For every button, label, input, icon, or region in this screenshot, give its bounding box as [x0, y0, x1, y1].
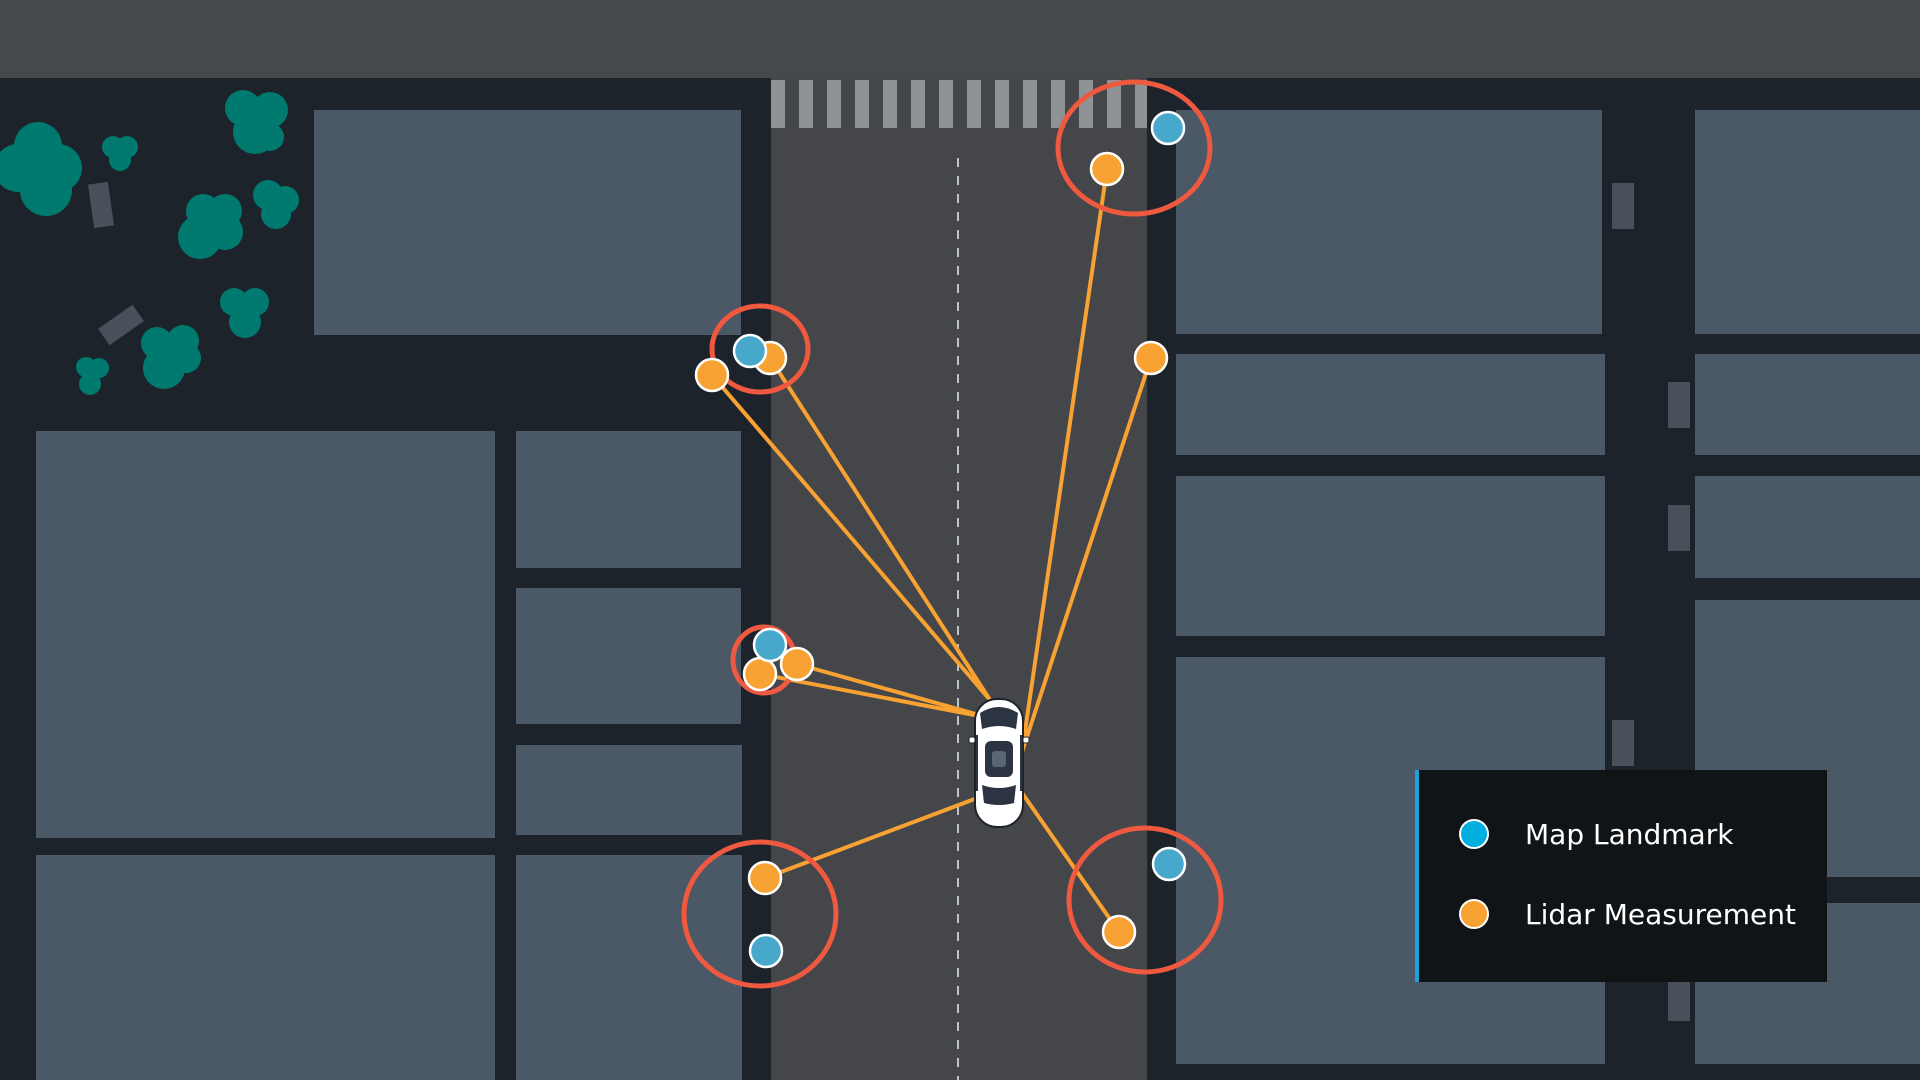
match-circle — [709, 303, 811, 395]
legend: Map Landmark Lidar Measurement — [1415, 770, 1827, 982]
blue-dot-icon — [1459, 819, 1489, 849]
orange-dot-icon — [742, 656, 778, 692]
blue-dot-icon — [732, 333, 768, 369]
blue-dot-icon — [1151, 846, 1187, 882]
match-circle — [1055, 79, 1213, 217]
crosswalk — [771, 80, 1147, 128]
match-circle — [1066, 825, 1224, 975]
legend-item-map-landmark: Map Landmark — [1459, 812, 1733, 856]
legend-label: Map Landmark — [1525, 817, 1734, 851]
top-road — [0, 0, 1920, 78]
car-icon — [968, 698, 1030, 828]
legend-label: Lidar Measurement — [1525, 897, 1796, 931]
blue-dot-icon — [1150, 110, 1186, 146]
sensor-lines — [710, 167, 1153, 934]
orange-dot-icon — [1089, 151, 1125, 187]
orange-dot-icon — [747, 860, 783, 896]
match-circle — [681, 839, 839, 989]
map-landmarks — [732, 110, 1187, 969]
parked-vehicles — [88, 181, 1690, 1021]
match-circles — [681, 79, 1224, 989]
orange-dot-icon — [1133, 340, 1169, 376]
orange-dot-icon — [694, 357, 730, 393]
legend-item-lidar-measurement: Lidar Measurement — [1459, 892, 1796, 936]
blue-dot-icon — [752, 627, 788, 663]
orange-dot-icon — [779, 646, 815, 682]
orange-dot-icon — [1101, 914, 1137, 950]
lidar-measurements — [694, 151, 1169, 950]
tree-cluster — [0, 90, 299, 395]
orange-dot-icon — [1459, 899, 1489, 929]
blue-dot-icon — [748, 933, 784, 969]
